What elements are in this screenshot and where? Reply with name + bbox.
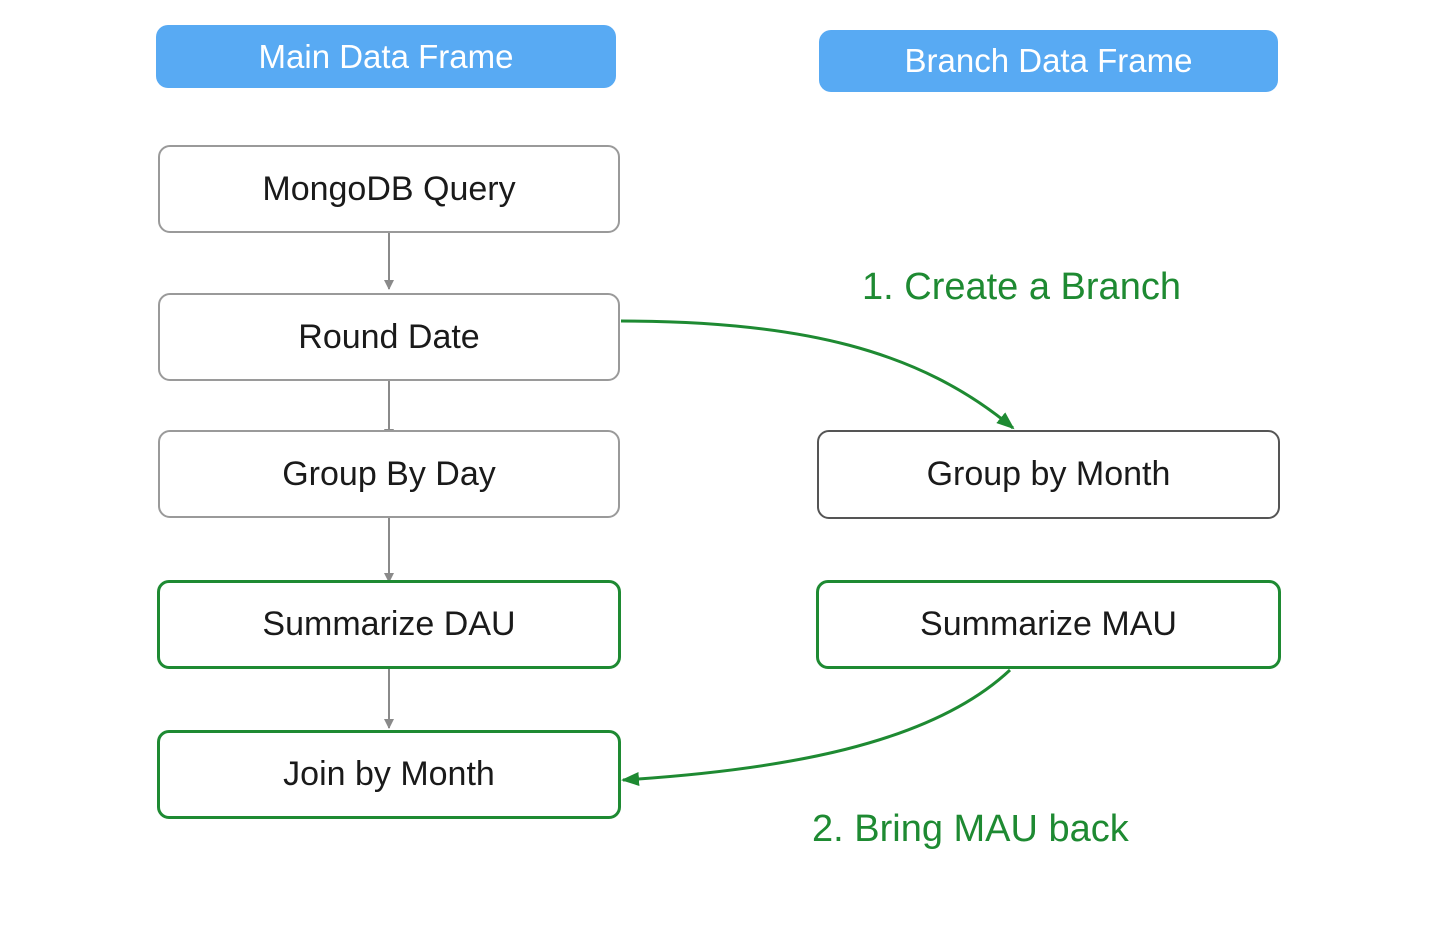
branch-frame-header: Branch Data Frame (819, 30, 1278, 92)
main-frame-header: Main Data Frame (156, 25, 616, 88)
summarize-dau-label: Summarize DAU (262, 605, 516, 643)
mongodb-query-step: MongoDB Query (158, 145, 620, 233)
round-date-label: Round Date (298, 317, 480, 356)
join-by-month-step: Join by Month (157, 730, 621, 819)
join-by-month-label: Join by Month (283, 755, 495, 793)
mongodb-query-label: MongoDB Query (262, 169, 516, 208)
group-by-month-step: Group by Month (817, 430, 1280, 519)
main-frame-header-label: Main Data Frame (258, 37, 514, 75)
summarize-mau-step: Summarize MAU (816, 580, 1281, 669)
summarize-dau-step: Summarize DAU (157, 580, 621, 669)
group-by-month-label: Group by Month (926, 455, 1171, 493)
branch-arrow (620, 319, 1015, 430)
branch-frame-header-label: Branch Data Frame (904, 42, 1193, 79)
summarize-mau-label: Summarize MAU (920, 605, 1177, 643)
bring-back-arrow (621, 668, 1012, 786)
round-date-step: Round Date (158, 293, 620, 381)
bring-mau-back-annotation: 2. Bring MAU back (812, 808, 1129, 850)
create-branch-annotation: 1. Create a Branch (862, 266, 1181, 308)
group-by-day-label: Group By Day (282, 454, 496, 493)
group-by-day-step: Group By Day (158, 430, 620, 518)
